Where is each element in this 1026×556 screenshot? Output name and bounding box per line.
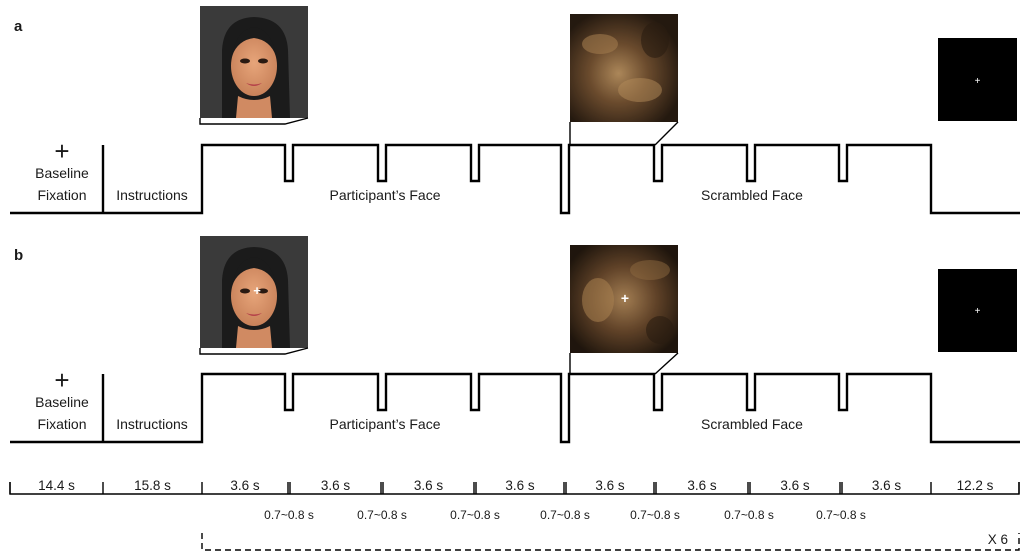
- scrambled-face-image: [570, 14, 678, 122]
- stimulus-cross-icon: +: [253, 283, 261, 298]
- gap-duration-label: 0.7~0.8 s: [540, 508, 590, 522]
- duration-scale: 14.4 s 15.8 s 3.6 s 3.6 s 3.6 s 3.6 s 3.6 s 3.6…: [9, 478, 1020, 551]
- gap-duration-label: 0.7~0.8 s: [264, 508, 314, 522]
- timing-waveform: [10, 372, 1020, 444]
- scramble-connector: [569, 121, 679, 146]
- stimulus-cross-icon: +: [621, 290, 629, 306]
- scramble-connector: [569, 352, 679, 375]
- baseline-cross-icon: +: [54, 365, 69, 395]
- baseline-label-line1: Baseline: [35, 165, 89, 181]
- repeat-bracket: [201, 533, 1020, 551]
- panel-letter: b: [14, 247, 23, 264]
- segment-duration-label: 3.6 s: [505, 478, 535, 493]
- segment-duration-label: 3.6 s: [321, 478, 351, 493]
- panel-b: b + + + + Baseline Fixa: [10, 236, 1020, 444]
- gap-duration-label: 0.7~0.8 s: [357, 508, 407, 522]
- participant-face-image: [200, 6, 308, 118]
- segment-duration-label: 3.6 s: [230, 478, 260, 493]
- gap-duration-label: 0.7~0.8 s: [724, 508, 774, 522]
- gap-duration-label: 0.7~0.8 s: [816, 508, 866, 522]
- timing-waveform: [10, 143, 1020, 215]
- participant-face-image: +: [200, 236, 308, 348]
- scrambled-face-image: +: [570, 245, 678, 353]
- gap-duration-label: 0.7~0.8 s: [450, 508, 500, 522]
- segment-duration-label: 3.6 s: [414, 478, 444, 493]
- segment-duration-label: 12.2 s: [957, 478, 994, 493]
- fixation-cross-icon: +: [975, 76, 981, 87]
- end-fixation-image: +: [938, 269, 1017, 352]
- instructions-label: Instructions: [116, 187, 188, 203]
- participant-face-label: Participant’s Face: [329, 187, 440, 203]
- scale-ticks: [9, 482, 1020, 494]
- end-fixation-image: +: [938, 38, 1017, 121]
- face-connector: [199, 347, 309, 355]
- baseline-label-line1: Baseline: [35, 394, 89, 410]
- segment-duration-label: 3.6 s: [595, 478, 625, 493]
- scrambled-face-label: Scrambled Face: [701, 416, 803, 432]
- segment-duration-label: 3.6 s: [687, 478, 717, 493]
- panel-a: a + + Baseline: [10, 6, 1020, 215]
- participant-face-label: Participant’s Face: [329, 416, 440, 432]
- gap-duration-label: 0.7~0.8 s: [630, 508, 680, 522]
- segment-duration-label: 3.6 s: [780, 478, 810, 493]
- scrambled-face-label: Scrambled Face: [701, 187, 803, 203]
- fixation-cross-icon: +: [975, 306, 981, 317]
- segment-labels: 14.4 s 15.8 s 3.6 s 3.6 s 3.6 s 3.6 s 3.6 s 3.6…: [38, 478, 994, 493]
- baseline-label-line2: Fixation: [37, 416, 86, 432]
- segment-duration-label: 14.4 s: [38, 478, 75, 493]
- panel-letter: a: [14, 18, 23, 35]
- segment-duration-label: 3.6 s: [872, 478, 902, 493]
- repeat-label: X 6: [988, 532, 1008, 547]
- baseline-cross-icon: +: [54, 136, 69, 166]
- face-connector: [199, 117, 309, 125]
- instructions-label: Instructions: [116, 416, 188, 432]
- segment-duration-label: 15.8 s: [134, 478, 171, 493]
- gap-labels: 0.7~0.8 s 0.7~0.8 s 0.7~0.8 s 0.7~0.8 s 0.7~…: [264, 508, 866, 522]
- baseline-label-line2: Fixation: [37, 187, 86, 203]
